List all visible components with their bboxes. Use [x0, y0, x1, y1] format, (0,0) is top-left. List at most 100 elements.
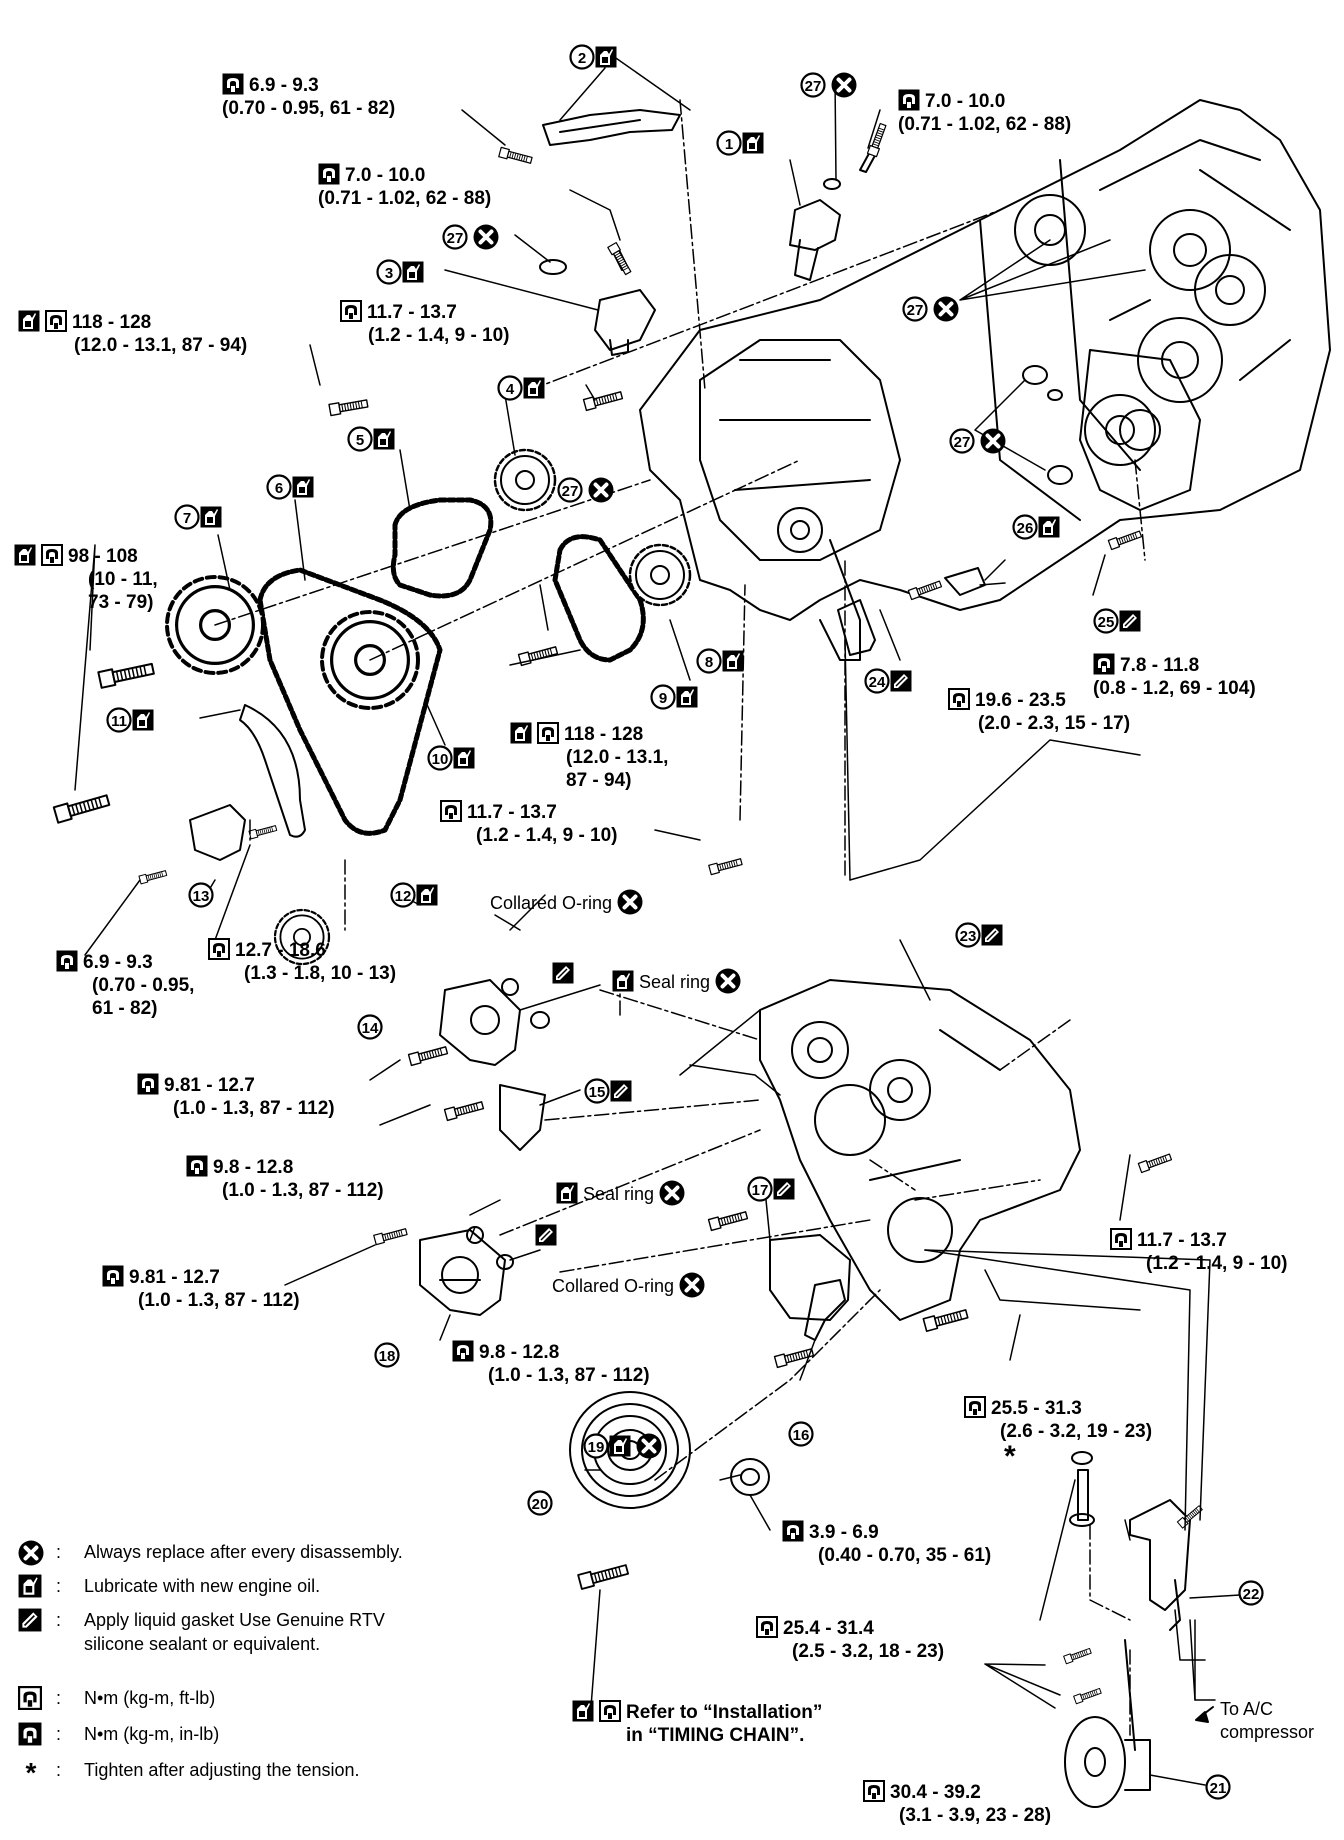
- callout-25: 25: [1093, 608, 1146, 634]
- callout-circle-icon: 15: [584, 1078, 610, 1104]
- callout-circle-icon: 16: [788, 1421, 814, 1447]
- callout-9: 9: [650, 684, 703, 710]
- svg-text:27: 27: [954, 434, 971, 451]
- oil-can-icon: [453, 747, 475, 769]
- torque-nm-inlb-icon: [18, 1722, 42, 1746]
- oil-can-icon: [416, 884, 438, 906]
- legend-item: : N•m (kg-m, ft-lb): [18, 1686, 403, 1710]
- torque-spec: 9.8 - 12.8(1.0 - 1.3, 87 - 112): [186, 1155, 384, 1202]
- callout-4: 4: [497, 375, 550, 401]
- x-icon: [617, 889, 643, 915]
- svg-text:16: 16: [793, 1427, 810, 1444]
- timing-chain-5: [390, 497, 494, 599]
- oil-can-icon: [14, 544, 36, 566]
- reference-lines: [689, 639, 1216, 1701]
- bracket-24: [837, 599, 876, 656]
- svg-text:17: 17: [752, 1182, 769, 1199]
- torque-nm-ftlb-icon: [599, 1700, 621, 1722]
- callout-circle-icon: 8: [696, 648, 722, 674]
- cover-18: [419, 1226, 514, 1316]
- x-icon: [636, 1433, 662, 1459]
- callout-21: 21: [1205, 1774, 1231, 1800]
- torque-nm-ftlb-icon: [964, 1396, 986, 1418]
- torque-nm-inlb-icon: [137, 1073, 159, 1095]
- legend-item: : Lubricate with new engine oil.: [18, 1574, 403, 1598]
- callout-circle-icon: 4: [497, 375, 523, 401]
- gasket-icon: [610, 1080, 632, 1102]
- seal-ring-note: Seal ring: [612, 968, 741, 994]
- legend-item: : Apply liquid gasket Use Genuine RTV si…: [18, 1608, 403, 1656]
- chain-tensioner-13: [189, 804, 246, 861]
- callout-27a: 27: [800, 72, 857, 98]
- svg-text:21: 21: [1210, 1780, 1227, 1797]
- chain-tensioner-upper: [789, 147, 879, 281]
- callout-18-gasket: [535, 1224, 562, 1248]
- oil-can-icon: [18, 1574, 42, 1598]
- x-icon: [659, 1180, 685, 1206]
- torque-nm-inlb-icon: [898, 89, 920, 111]
- water-pump-area: [1022, 349, 1201, 511]
- svg-text:23: 23: [960, 928, 977, 945]
- callout-circle-icon: 18: [374, 1342, 400, 1368]
- svg-text:9: 9: [659, 690, 667, 707]
- torque-spec: 9.81 - 12.7(1.0 - 1.3, 87 - 112): [137, 1073, 335, 1120]
- svg-text:12: 12: [395, 888, 412, 905]
- callout-22: 22: [1238, 1580, 1264, 1606]
- oil-can-icon: [609, 1435, 631, 1457]
- svg-text:27: 27: [562, 483, 579, 500]
- svg-text:25: 25: [1098, 614, 1115, 631]
- oil-can-icon: [595, 46, 617, 68]
- torque-nm-ftlb-icon: [340, 300, 362, 322]
- callout-circle-icon: 27: [949, 428, 975, 454]
- callout-13: 13: [188, 882, 214, 908]
- svg-text:15: 15: [589, 1084, 606, 1101]
- callout-1: 1: [716, 130, 769, 156]
- torque-nm-inlb-icon: [222, 73, 244, 95]
- oil-can-icon: [523, 377, 545, 399]
- oil-can-icon: [402, 261, 424, 283]
- callout-circle-icon: 5: [347, 426, 373, 452]
- bracket-16: [804, 1279, 846, 1341]
- oil-can-icon: [676, 686, 698, 708]
- torque-spec: 25.5 - 31.3(2.6 - 3.2, 19 - 23): [964, 1396, 1152, 1443]
- svg-text:2: 2: [578, 50, 586, 67]
- callout-27b: 27: [442, 224, 499, 250]
- torque-spec: 11.7 - 13.7(1.2 - 1.4, 9 - 10): [1110, 1228, 1288, 1275]
- part-26: [944, 567, 986, 596]
- oil-can-icon: [612, 970, 634, 992]
- torque-spec: 6.9 - 9.3(0.70 - 0.95, 61 - 82): [222, 73, 396, 119]
- leader-lines: [74, 55, 1241, 1786]
- adjusting-bolt: [1069, 1451, 1095, 1527]
- oil-can-icon: [742, 132, 764, 154]
- callout-circle-icon: 24: [864, 668, 890, 694]
- svg-text:26: 26: [1017, 520, 1034, 537]
- svg-text:14: 14: [362, 1020, 379, 1037]
- callout-circle-icon: 2: [569, 44, 595, 70]
- asterisk-symbol: *: [25, 1757, 37, 1788]
- svg-text:19: 19: [588, 1439, 605, 1456]
- torque-spec: 25.4 - 31.4(2.5 - 3.2, 18 - 23): [756, 1616, 944, 1663]
- svg-text:3: 3: [385, 265, 393, 282]
- x-icon: [831, 72, 857, 98]
- seal-ring-note: Seal ring: [556, 1180, 685, 1206]
- torque-nm-ftlb-icon: [45, 310, 67, 332]
- tension-guide-11: [239, 704, 306, 838]
- callout-circle-icon: 20: [527, 1490, 553, 1516]
- callout-circle-icon: 6: [266, 474, 292, 500]
- idler-bracket-22: [1124, 1499, 1191, 1751]
- callout-circle-icon: 1: [716, 130, 742, 156]
- torque-spec: 7.0 - 10.0(0.71 - 1.02, 62 - 88): [898, 89, 1072, 135]
- svg-text:24: 24: [869, 674, 886, 691]
- callout-15: 15: [584, 1078, 637, 1104]
- svg-text:1: 1: [725, 136, 733, 153]
- x-icon: [18, 1540, 44, 1566]
- legend-item: : Always replace after every disassembly…: [18, 1540, 403, 1564]
- callout-circle-icon: 23: [955, 922, 981, 948]
- callout-18: 18: [374, 1342, 400, 1368]
- x-icon: [473, 224, 499, 250]
- gasket-icon: [890, 670, 912, 692]
- callout-23: 23: [955, 922, 1008, 948]
- callout-6: 6: [266, 474, 319, 500]
- torque-spec: 11.7 - 13.7(1.2 - 1.4, 9 - 10): [340, 300, 510, 347]
